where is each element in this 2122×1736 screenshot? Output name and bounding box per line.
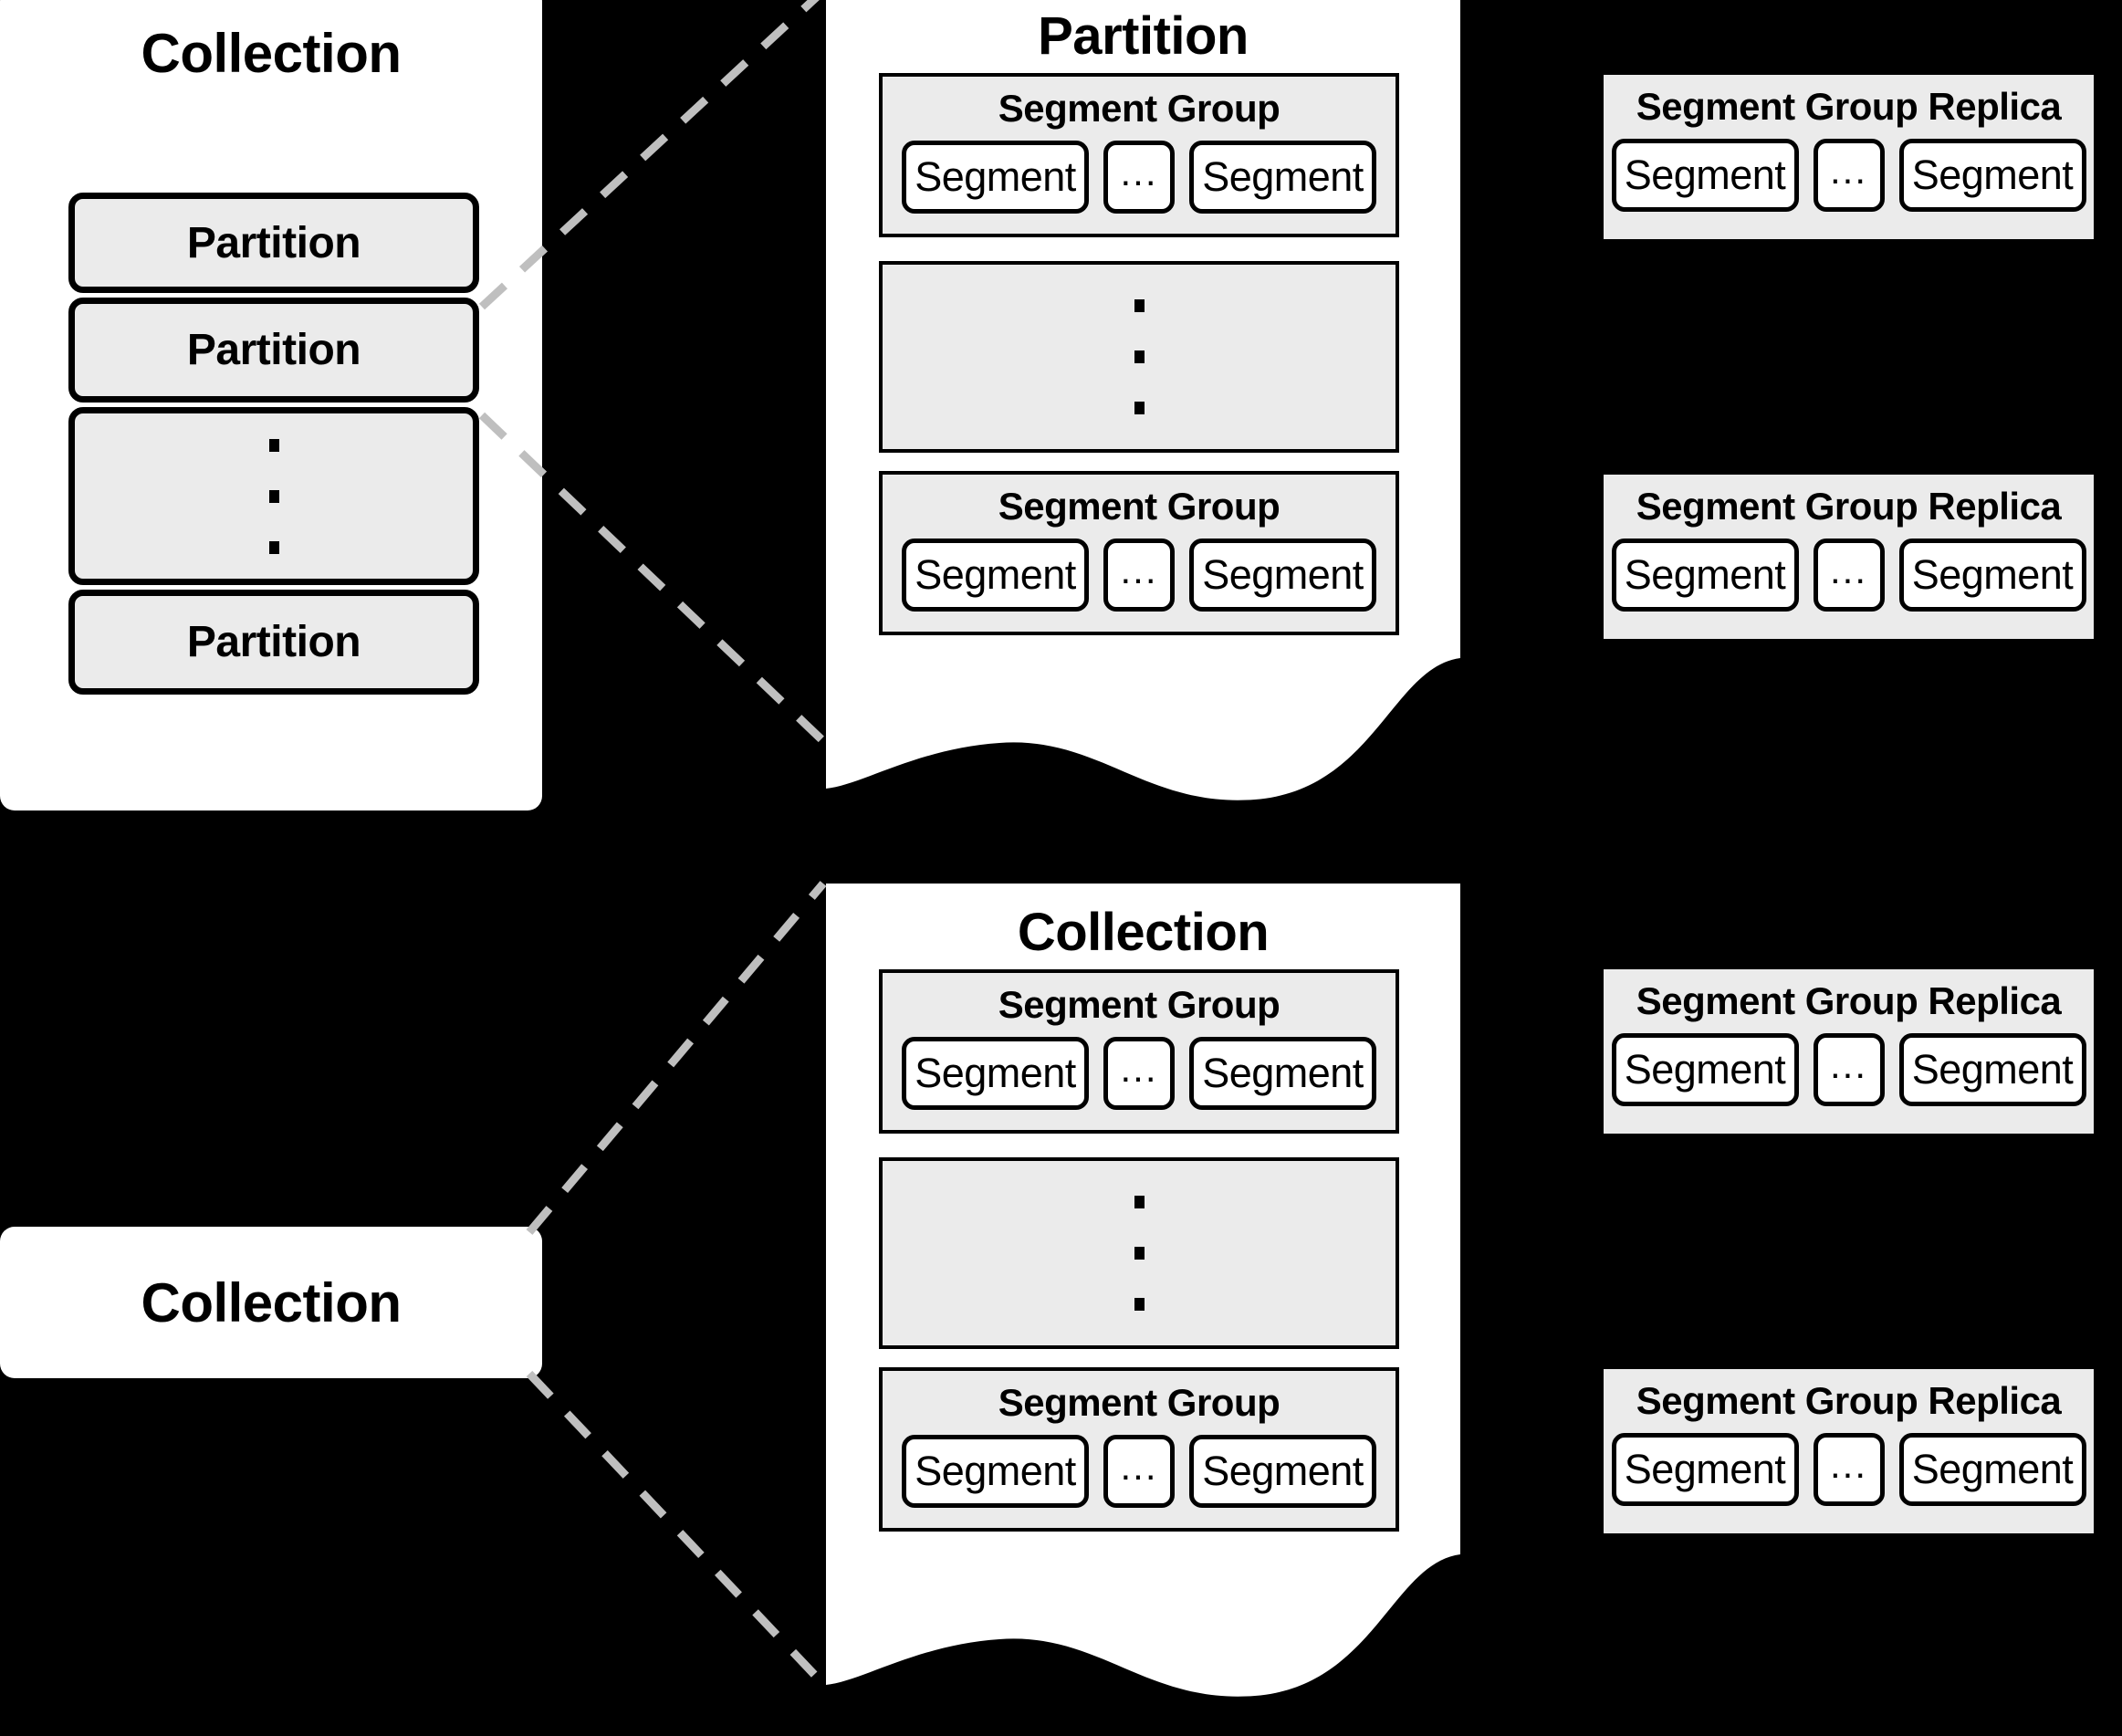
segment-ellipsis-box: ... [1103, 141, 1175, 214]
segment-box[interactable]: Segment [902, 141, 1089, 214]
segment-box[interactable]: Segment [1611, 139, 1799, 212]
segment-group-replica-4: Segment Group Replica Segment ... Segmen… [1604, 1369, 2094, 1533]
segment-group-replica-1: Segment Group Replica Segment ... Segmen… [1604, 75, 2094, 239]
collection-card: Collection Partition Partition Partition [0, 0, 542, 810]
replica-title: Segment Group Replica [1636, 485, 2062, 528]
partition-row-1[interactable]: Partition [68, 193, 479, 293]
collection-panel-title: Collection [1017, 903, 1270, 962]
partition-row-4[interactable]: Partition [68, 590, 479, 695]
segment-ellipsis-box: ... [1103, 1435, 1175, 1508]
partition-panel: Partition Segment Group Segment ... Segm… [826, 0, 1460, 827]
segment-group-title: Segment Group [998, 1381, 1281, 1424]
segment-group-ellipsis [879, 261, 1399, 453]
segment-box[interactable]: Segment [1611, 1033, 1799, 1106]
segment-group-replica-2: Segment Group Replica Segment ... Segmen… [1604, 475, 2094, 639]
segment-box[interactable]: Segment [902, 1037, 1089, 1110]
partition-panel-title: Partition [1038, 6, 1249, 66]
segment-group-2: Segment Group Segment ... Segment [879, 471, 1399, 635]
segment-ellipsis-box: ... [1813, 1433, 1885, 1506]
segment-box[interactable]: Segment [902, 539, 1089, 612]
collection-card-title: Collection [141, 23, 402, 84]
collection-small-card[interactable]: Collection [0, 1227, 542, 1378]
segment-ellipsis-box: ... [1813, 1033, 1885, 1106]
segment-row: Segment ... Segment [883, 1422, 1396, 1522]
segment-box[interactable]: Segment [1898, 139, 2086, 212]
replica-title: Segment Group Replica [1636, 979, 2062, 1022]
segment-row: Segment ... Segment [883, 128, 1396, 228]
segment-group-1: Segment Group Segment ... Segment [879, 73, 1399, 237]
segment-group-3: Segment Group Segment ... Segment [879, 969, 1399, 1134]
segment-box[interactable]: Segment [1189, 1435, 1376, 1508]
segment-row: Segment ... Segment [1604, 1020, 2094, 1121]
replica-title: Segment Group Replica [1636, 85, 2062, 128]
connector-collection-bottom [526, 1370, 827, 1688]
replica-title: Segment Group Replica [1636, 1379, 2062, 1422]
segment-group-replica-3: Segment Group Replica Segment ... Segmen… [1604, 969, 2094, 1134]
segment-group-title: Segment Group [998, 485, 1281, 528]
segment-box[interactable]: Segment [1611, 539, 1799, 612]
segment-row: Segment ... Segment [883, 1024, 1396, 1124]
segment-group-title: Segment Group [998, 983, 1281, 1026]
segment-ellipsis-box: ... [1103, 1037, 1175, 1110]
segment-group-title: Segment Group [998, 87, 1281, 130]
vertical-ellipsis-icon [1134, 1196, 1145, 1311]
segment-ellipsis-box: ... [1103, 539, 1175, 612]
segment-group-ellipsis [879, 1157, 1399, 1349]
segment-box[interactable]: Segment [1189, 539, 1376, 612]
segment-row: Segment ... Segment [883, 526, 1396, 626]
segment-box[interactable]: Segment [1189, 141, 1376, 214]
vertical-ellipsis-icon [268, 438, 279, 554]
segment-box[interactable]: Segment [1189, 1037, 1376, 1110]
segment-row: Segment ... Segment [1604, 526, 2094, 626]
segment-row: Segment ... Segment [1604, 1420, 2094, 1521]
segment-ellipsis-box: ... [1813, 539, 1885, 612]
vertical-ellipsis-icon [1134, 299, 1145, 414]
collection-small-label: Collection [141, 1271, 402, 1333]
partition-row-2[interactable]: Partition [68, 298, 479, 403]
partition-row-ellipsis [68, 407, 479, 585]
segment-box[interactable]: Segment [902, 1435, 1089, 1508]
partition-row-label: Partition [186, 618, 361, 666]
segment-group-4: Segment Group Segment ... Segment [879, 1367, 1399, 1532]
collection-panel: Collection Segment Group Segment ... Seg… [826, 884, 1460, 1736]
segment-ellipsis-box: ... [1813, 139, 1885, 212]
partition-row-label: Partition [186, 326, 361, 374]
connector-collection-top [526, 881, 827, 1235]
segment-box[interactable]: Segment [1898, 1033, 2086, 1106]
segment-box[interactable]: Segment [1611, 1433, 1799, 1506]
partition-row-label: Partition [186, 218, 361, 267]
segment-row: Segment ... Segment [1604, 126, 2094, 226]
segment-box[interactable]: Segment [1898, 1433, 2086, 1506]
segment-box[interactable]: Segment [1898, 539, 2086, 612]
